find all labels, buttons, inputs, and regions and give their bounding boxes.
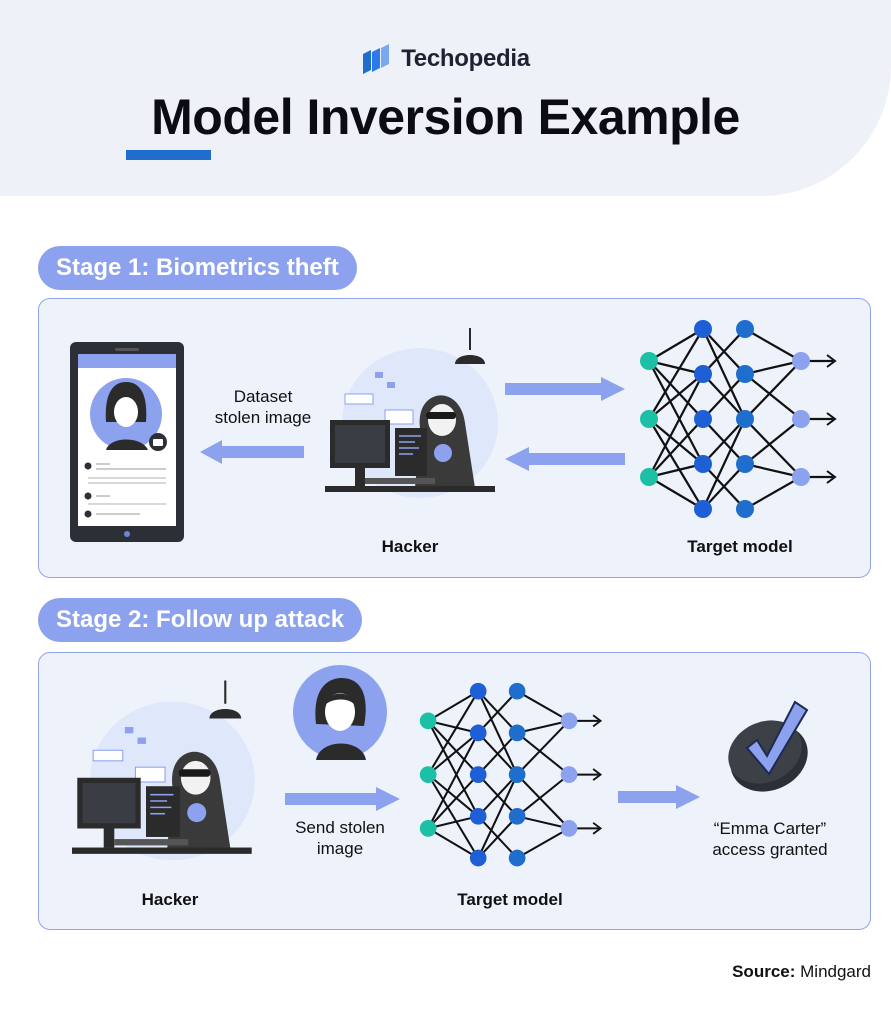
source-value: Mindgard bbox=[800, 962, 871, 981]
arrow-right-icon bbox=[505, 377, 625, 401]
send-label-line2: image bbox=[316, 839, 364, 858]
stage1-hacker-label: Hacker bbox=[381, 537, 439, 556]
stage2-model-label: Target model bbox=[457, 890, 563, 909]
brand: Techopedia bbox=[0, 44, 891, 74]
checkmark-icon bbox=[728, 700, 809, 792]
techopedia-logo-icon bbox=[363, 44, 390, 74]
neural-network-icon bbox=[419, 682, 603, 867]
page-title: Model Inversion Example bbox=[151, 89, 740, 145]
stage2-pill: Stage 2: Follow up attack bbox=[38, 598, 363, 642]
face-icon bbox=[293, 665, 387, 760]
arrow-right-icon bbox=[285, 787, 400, 811]
stage1-pill: Stage 1: Biometrics theft bbox=[38, 246, 357, 290]
arrow-left-icon bbox=[200, 440, 304, 464]
send-label-line1: Send stolen bbox=[295, 818, 385, 837]
stage1-model-label: Target model bbox=[687, 537, 793, 556]
arrow-left-icon bbox=[505, 447, 625, 471]
arrow-right-icon bbox=[618, 785, 700, 809]
phone-icon bbox=[70, 342, 184, 542]
hacker-illustration-icon bbox=[72, 680, 255, 861]
source-credit: Source: Mindgard bbox=[732, 962, 871, 982]
dataset-label-line1: Dataset bbox=[233, 387, 293, 406]
access-label-line2: access granted bbox=[712, 840, 828, 859]
send-label: Send stolen image bbox=[275, 817, 405, 859]
access-label-line1: “Emma Carter” bbox=[713, 819, 827, 838]
source-label: Source: bbox=[732, 962, 796, 981]
brand-name: Techopedia bbox=[401, 45, 530, 72]
access-label: “Emma Carter” access granted bbox=[690, 818, 850, 860]
hacker-illustration-icon bbox=[325, 328, 498, 498]
header-background bbox=[0, 0, 891, 196]
dataset-label: Dataset stolen image bbox=[205, 386, 321, 428]
dataset-label-line2: stolen image bbox=[214, 408, 312, 427]
stage2-hacker-label: Hacker bbox=[141, 890, 199, 909]
neural-network-icon bbox=[640, 320, 837, 518]
title-underline bbox=[126, 150, 211, 160]
